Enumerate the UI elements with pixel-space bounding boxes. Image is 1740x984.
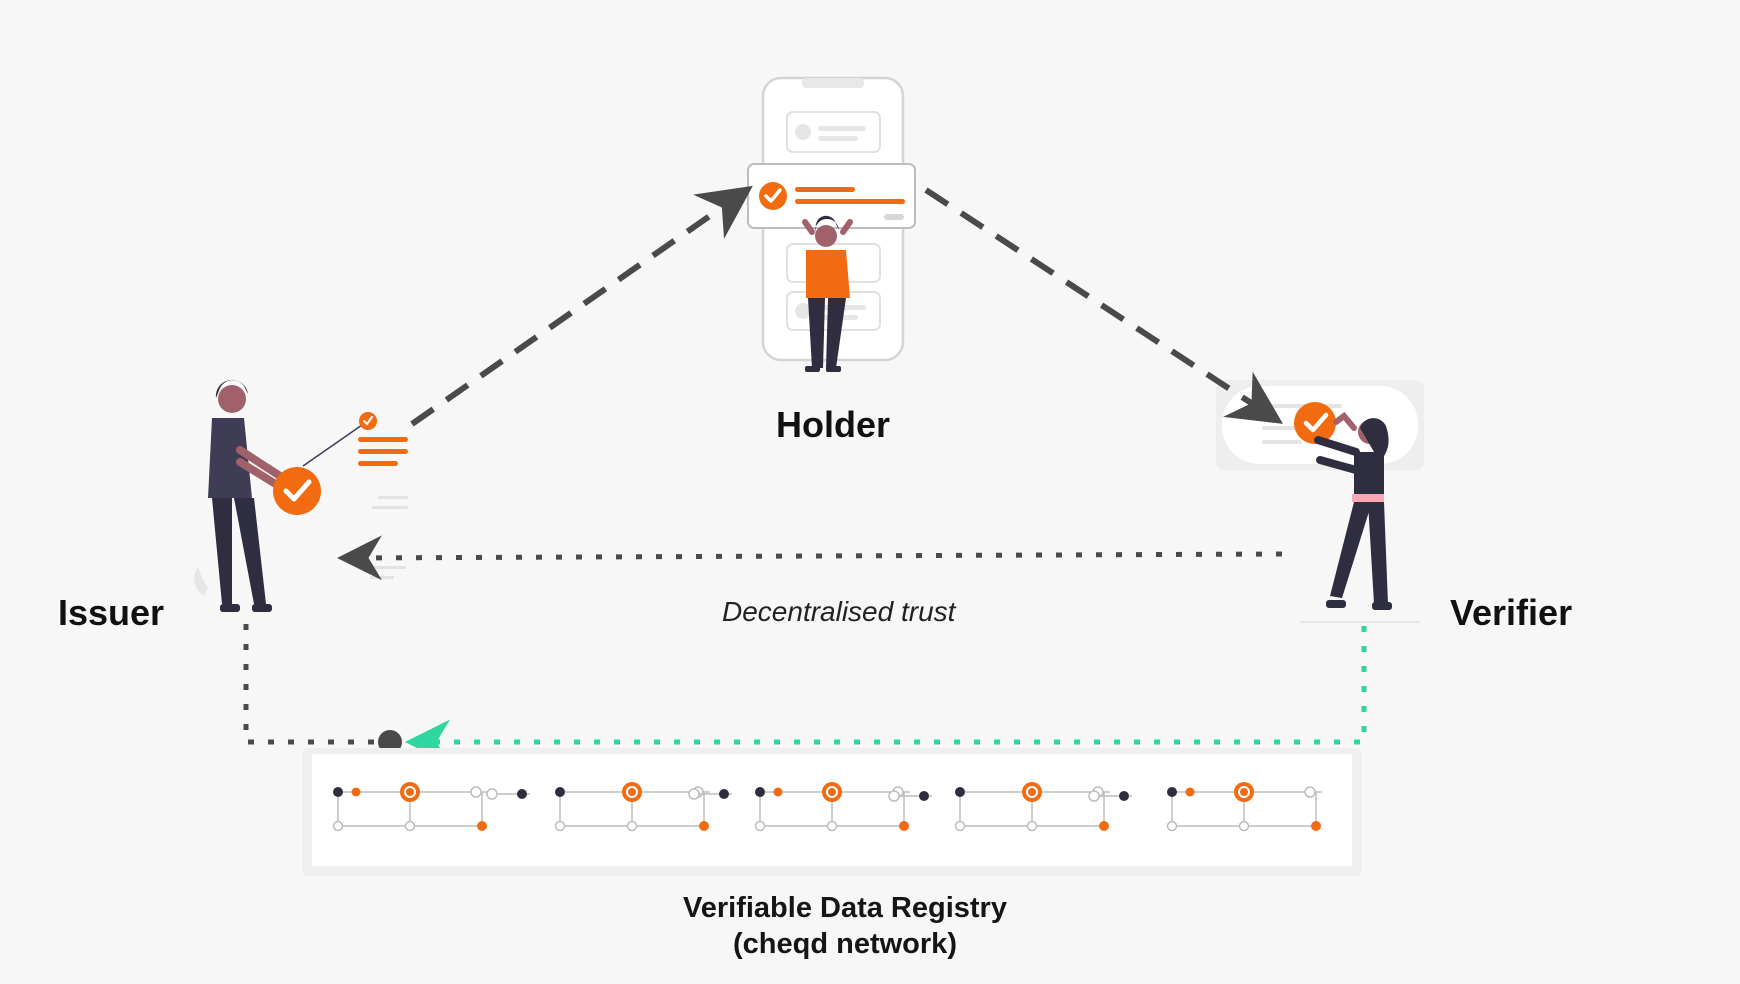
issuer-credential-icon — [273, 412, 408, 579]
cheqd-logo-icon — [822, 782, 842, 802]
issue-credential-arrow — [410, 185, 753, 427]
orange-node — [1311, 821, 1321, 831]
registry-title: Verifiable Data Registry — [683, 892, 1007, 924]
check-badge-icon — [1294, 402, 1336, 444]
user-node-icon — [333, 787, 343, 797]
orange-node — [1185, 787, 1195, 797]
verifier-person-figure — [1300, 411, 1420, 623]
orange-node — [773, 787, 783, 797]
user-node-icon — [1167, 787, 1177, 797]
user-node-icon — [555, 787, 565, 797]
cheqd-logo-icon — [400, 782, 420, 802]
cheqd-logo-icon — [1234, 782, 1254, 802]
orange-node — [477, 821, 487, 831]
decentralised-trust-arrow — [337, 535, 1283, 581]
registry-subtitle: (cheqd network) — [733, 928, 957, 960]
user-node-icon — [755, 787, 765, 797]
check-badge-icon — [273, 467, 321, 515]
holder-label: Holder — [776, 404, 891, 445]
user-node-icon — [955, 787, 965, 797]
orange-node — [899, 821, 909, 831]
issuer-label: Issuer — [58, 592, 165, 633]
present-credential-arrow — [924, 187, 1284, 424]
cheqd-logo-icon — [622, 782, 642, 802]
orange-node — [699, 821, 709, 831]
cheqd-logo-icon — [1022, 782, 1042, 802]
verifiable-data-registry — [302, 748, 1362, 876]
verifier-registry-link — [405, 626, 1367, 765]
holder-credential-card — [747, 163, 916, 229]
issuer-person-figure — [194, 379, 286, 612]
holder-person-figure — [802, 215, 853, 372]
user-node-icon — [719, 789, 729, 799]
user-node-icon — [919, 791, 929, 801]
decentralised-trust-label: Decentralised trust — [722, 596, 956, 627]
issuer-registry-link — [243, 624, 380, 745]
orange-node — [351, 787, 361, 797]
check-badge-icon — [759, 182, 787, 210]
user-node-icon — [1119, 791, 1129, 801]
verifier-label: Verifier — [1450, 592, 1573, 633]
registry-chain — [332, 782, 1322, 832]
orange-node — [1099, 821, 1109, 831]
user-node-icon — [517, 789, 527, 799]
